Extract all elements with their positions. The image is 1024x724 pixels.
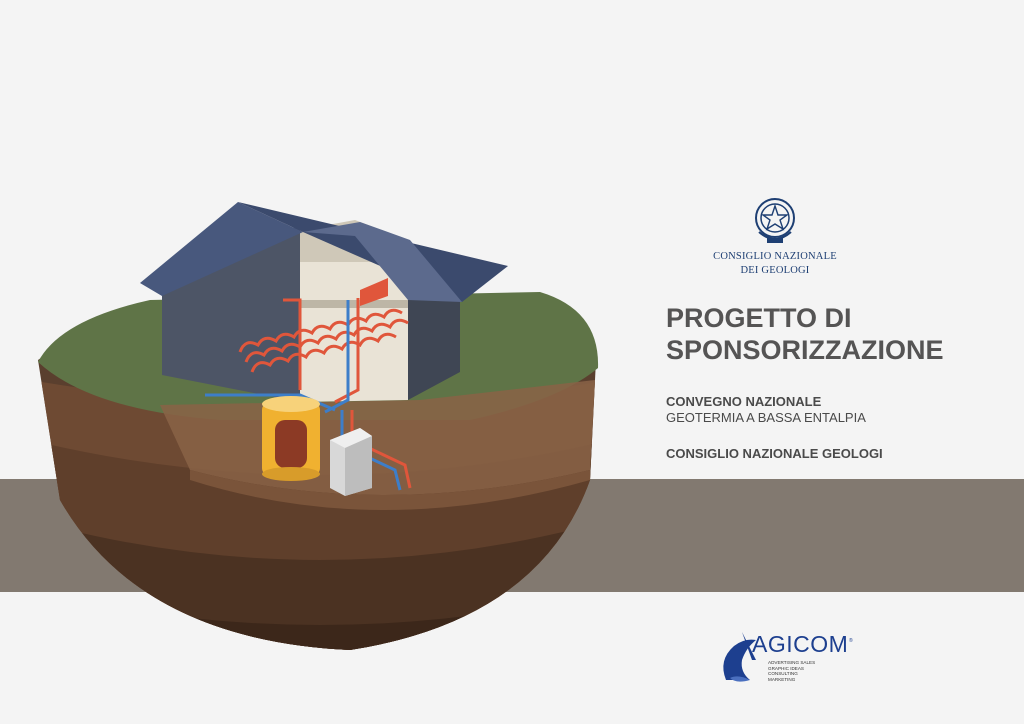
title-line-1: PROGETTO DI (666, 303, 852, 333)
cng-logo: CONSIGLIO NAZIONALE DEI GEOLOGI (700, 196, 850, 276)
title-line-2: SPONSORIZZAZIONE (666, 335, 944, 365)
page-title: PROGETTO DI SPONSORIZZAZIONE (666, 302, 1006, 366)
event-heading: CONVEGNO NAZIONALE (666, 394, 822, 409)
agency-name: AGICOM (752, 631, 849, 657)
seal-line-2: DEI GEOLOGI (740, 265, 810, 276)
italian-republic-emblem-icon (755, 198, 795, 243)
agency-tagline: ADVERTISING SALES GRAPHIC IDEAS CONSULTI… (768, 660, 816, 682)
registered-mark: ® (849, 638, 853, 644)
event-organizer: CONSIGLIO NAZIONALE GEOLOGI (666, 446, 883, 461)
event-subject: GEOTERMIA A BASSA ENTALPIA (666, 410, 866, 425)
agicom-logo-icon (723, 632, 756, 682)
seal-line-1: CONSIGLIO NAZIONALE (713, 251, 837, 262)
